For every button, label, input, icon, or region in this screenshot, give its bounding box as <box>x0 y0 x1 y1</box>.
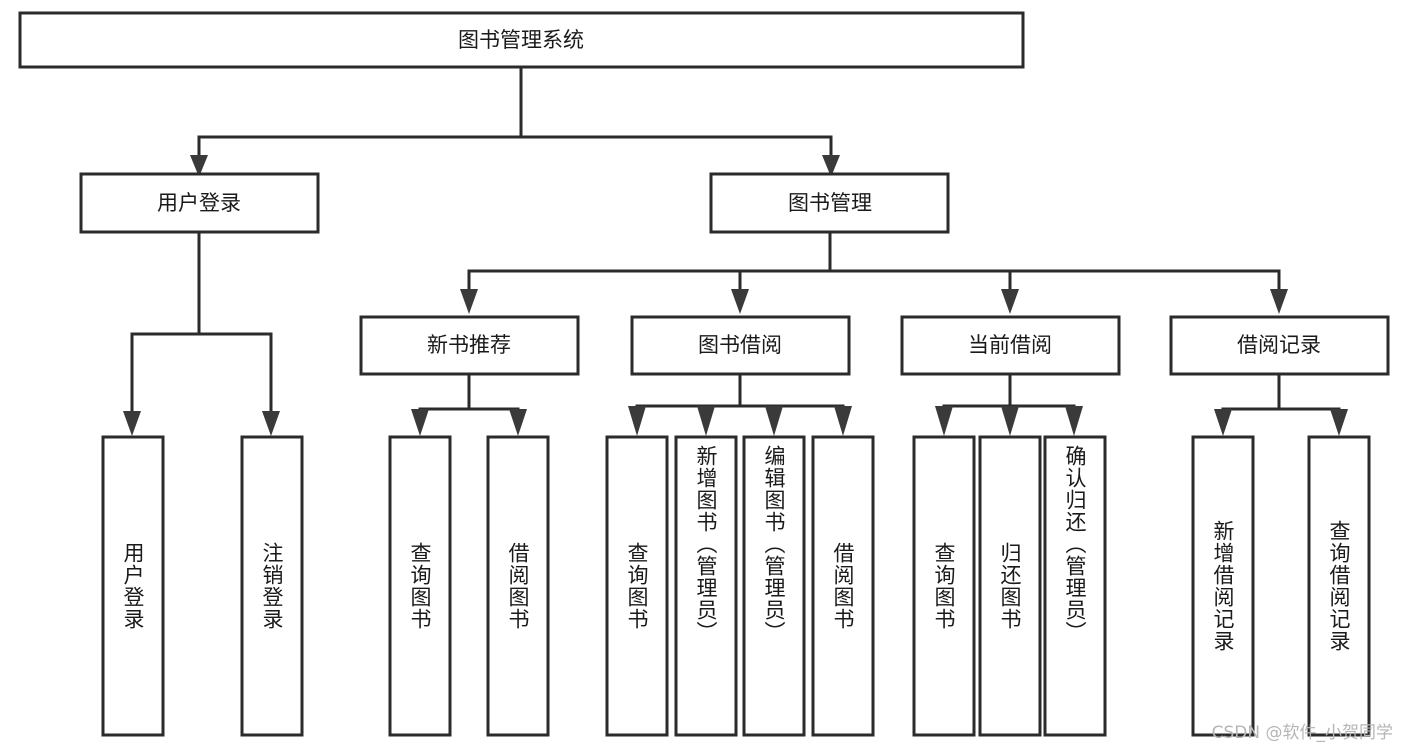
leaf-box-confirm-return[interactable] <box>1043 435 1107 737</box>
connector-book-manage-to-level3 <box>460 230 1288 314</box>
node-label-new-book-recommend: 新书推荐 <box>427 333 511 357</box>
node-borrow-record[interactable]: 借阅记录 <box>1169 315 1390 376</box>
csdn-watermark: CSDN @软件_小贺同学 <box>1211 723 1393 743</box>
leaf-box-query-book-2[interactable] <box>605 435 669 737</box>
node-label-root: 图书管理系统 <box>458 28 584 52</box>
leaf-box-query-book-3[interactable] <box>912 435 976 737</box>
leaf-box-edit-book[interactable] <box>742 435 806 737</box>
node-label-book-manage: 图书管理 <box>788 191 872 215</box>
leaf-box-logout[interactable] <box>240 435 304 737</box>
leaf-box-add-book[interactable] <box>674 435 738 737</box>
node-book-borrow[interactable]: 图书借阅 <box>630 315 851 376</box>
connector-root-to-level2 <box>190 65 840 177</box>
node-book-manage[interactable]: 图书管理 <box>709 172 950 234</box>
leaf-box-return-book[interactable] <box>978 435 1042 737</box>
connector-new-book-recommend-to-leaves <box>411 372 527 436</box>
leaf-box-query-record[interactable] <box>1307 435 1371 737</box>
connector-user-login-to-leaves <box>123 230 280 436</box>
node-new-book-recommend[interactable]: 新书推荐 <box>359 315 580 376</box>
connector-book-borrow-to-leaves <box>628 372 852 436</box>
node-label-book-borrow: 图书借阅 <box>698 333 782 357</box>
node-user-login[interactable]: 用户登录 <box>79 172 320 234</box>
connector-borrow-record-to-leaves <box>1214 372 1348 436</box>
node-label-borrow-record: 借阅记录 <box>1237 333 1321 357</box>
leaf-box-borrow-book-1[interactable] <box>486 435 550 737</box>
node-book-management-system[interactable]: 图书管理系统 <box>18 11 1025 69</box>
node-label-user-login: 用户登录 <box>157 191 241 215</box>
node-current-borrow[interactable]: 当前借阅 <box>900 315 1121 376</box>
leaf-box-query-book-1[interactable] <box>388 435 452 737</box>
leaf-box-user-login[interactable] <box>101 435 165 737</box>
leaf-box-add-record[interactable] <box>1191 435 1255 737</box>
node-label-current-borrow: 当前借阅 <box>968 333 1052 357</box>
connector-current-borrow-to-leaves <box>935 372 1083 436</box>
leaf-box-borrow-book-2[interactable] <box>811 435 875 737</box>
